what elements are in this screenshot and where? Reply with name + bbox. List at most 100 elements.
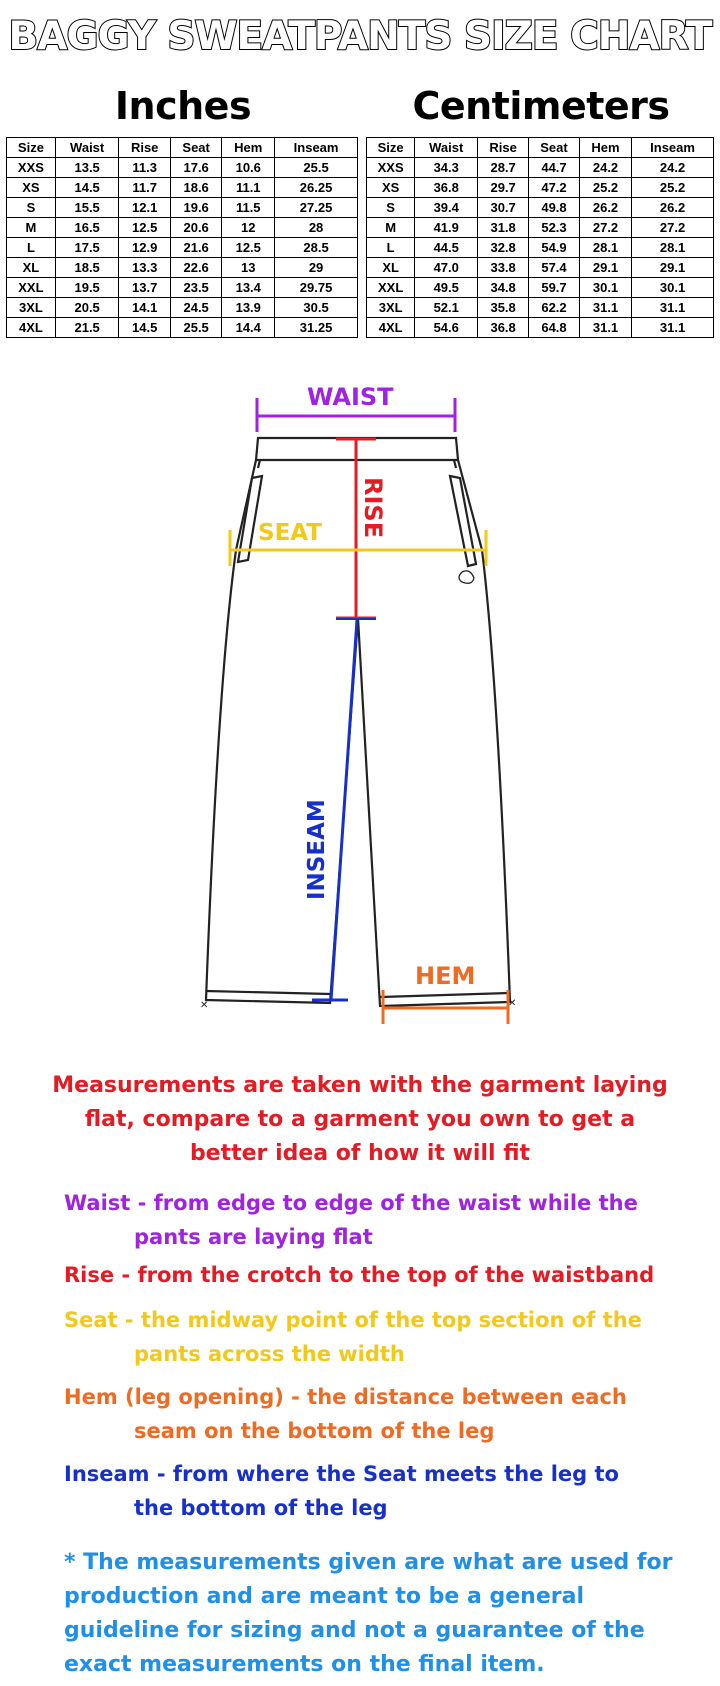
centimeters-cell: 57.4 (528, 257, 580, 278)
centimeters-cell: 24.2 (578, 157, 633, 178)
hem-definition: Hem (leg opening) - the distance between… (64, 1380, 684, 1448)
centimeters-cell: 30.1 (578, 277, 633, 298)
centimeters-cell: 30.1 (631, 277, 714, 298)
centimeters-cell: 49.8 (528, 197, 580, 218)
centimeters-cell: XXS (365, 157, 416, 178)
inches-cell: 21.5 (54, 317, 120, 338)
waist-label: WAIST (307, 383, 394, 411)
centimeters-cell: 35.8 (477, 297, 530, 318)
inches-cell: XS (6, 177, 56, 198)
inches-cell: 15.5 (54, 197, 120, 218)
waist-definition-line-1: Waist - from edge to edge of the waist w… (64, 1191, 638, 1215)
centimeters-cell: 44.7 (528, 157, 580, 178)
inseam-definition-line-1: Inseam - from where the Seat meets the l… (64, 1462, 619, 1486)
centimeters-cell: 25.2 (631, 177, 714, 198)
inches-cell: XXS (6, 157, 56, 178)
inches-cell: 21.6 (169, 237, 223, 258)
centimeters-cell: 64.8 (528, 317, 580, 338)
centimeters-heading: Centimeters (412, 84, 670, 128)
centimeters-cell: 36.8 (477, 317, 530, 338)
inches-cell: 14.5 (118, 317, 171, 338)
centimeters-cell: 47.2 (528, 177, 580, 198)
hem-definition-line-2: seam on the bottom of the leg (134, 1419, 495, 1443)
centimeters-cell: 26.2 (578, 197, 633, 218)
centimeters-cell: M (365, 217, 416, 238)
centimeters-cell: S (365, 197, 416, 218)
inches-cell: 28 (274, 217, 358, 238)
centimeters-cell: 36.8 (414, 177, 479, 198)
inches-cell: 22.6 (169, 257, 223, 278)
inches-cell: 26.25 (274, 177, 358, 198)
inches-cell: 19.6 (169, 197, 223, 218)
centimeters-cell: 27.2 (578, 217, 633, 238)
centimeters-cell: 32.8 (477, 237, 530, 258)
rise-definition-line: Rise - from the crotch to the top of the… (64, 1263, 655, 1287)
centimeters-cell: 49.5 (414, 277, 479, 298)
inches-cell: 13.3 (118, 257, 171, 278)
centimeters-cell: 59.7 (528, 277, 580, 298)
inches-cell: 19.5 (54, 277, 120, 298)
pants-measurement-diagram: ✕ ✕ WAIST RISE SEAT INSEAM HEM (200, 383, 516, 1024)
inches-cell: 17.6 (169, 157, 223, 178)
inches-cell: XXL (6, 277, 56, 298)
inches-cell: 11.1 (221, 177, 276, 198)
inches-column-header: Rise (118, 137, 171, 158)
inches-cell: 13.4 (221, 277, 276, 298)
inches-cell: 18.5 (54, 257, 120, 278)
inches-cell: 16.5 (54, 217, 120, 238)
inches-cell: 13.9 (221, 297, 276, 318)
centimeters-cell: 31.1 (631, 297, 714, 318)
centimeters-cell: 52.1 (414, 297, 479, 318)
centimeters-column-header: Rise (477, 137, 530, 158)
inches-cell: 11.5 (221, 197, 276, 218)
centimeters-cell: 33.8 (477, 257, 530, 278)
centimeters-cell: 29.1 (631, 257, 714, 278)
inches-cell: 12 (221, 217, 276, 238)
inches-cell: 29.75 (274, 277, 358, 298)
centimeters-cell: 34.3 (414, 157, 479, 178)
inches-column-header: Waist (54, 137, 120, 158)
inches-cell: L (6, 237, 56, 258)
rise-label: RISE (359, 477, 387, 538)
inches-cell: 27.25 (274, 197, 358, 218)
centimeters-cell: 4XL (365, 317, 416, 338)
inches-cell: 4XL (6, 317, 56, 338)
centimeters-column-header: Hem (578, 137, 633, 158)
centimeters-cell: 26.2 (631, 197, 714, 218)
inches-cell: 30.5 (274, 297, 358, 318)
centimeters-cell: 31.1 (578, 297, 633, 318)
centimeters-cell: 24.2 (631, 157, 714, 178)
hem-measure: HEM (381, 962, 510, 1024)
inches-cell: 29 (274, 257, 358, 278)
page-title: BAGGY SWEATPANTS SIZE CHART (8, 13, 714, 60)
rise-definition: Rise - from the crotch to the top of the… (64, 1258, 684, 1292)
centimeters-cell: 39.4 (414, 197, 479, 218)
inches-cell: 13.5 (54, 157, 120, 178)
inches-cell: 14.4 (221, 317, 276, 338)
inches-cell: 10.6 (221, 157, 276, 178)
centimeters-cell: 52.3 (528, 217, 580, 238)
measurement-lead-note: Measurements are taken with the garment … (52, 1073, 668, 1166)
inches-cell: 31.25 (274, 317, 358, 338)
rise-measure: RISE (336, 437, 387, 620)
inches-cell: 20.5 (54, 297, 120, 318)
centimeters-cell: 34.8 (477, 277, 530, 298)
inches-heading: Inches (114, 84, 252, 128)
seat-label: SEAT (258, 520, 322, 546)
inches-cell: 24.5 (169, 297, 223, 318)
inches-column-header: Seat (169, 137, 223, 158)
seat-definition-line-1: Seat - the midway point of the top secti… (64, 1308, 642, 1332)
centimeters-cell: 28.1 (631, 237, 714, 258)
centimeters-cell: XXL (365, 277, 416, 298)
